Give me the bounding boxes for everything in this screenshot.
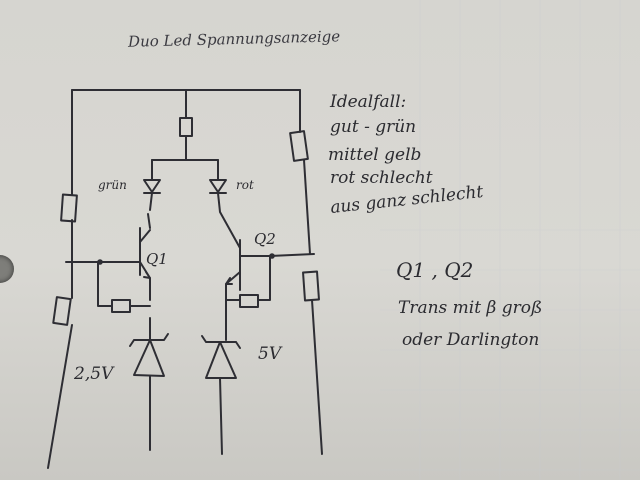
note-line: gut - grün bbox=[330, 117, 417, 137]
led-green-symbol bbox=[143, 179, 161, 194]
zener-1-symbol bbox=[129, 333, 169, 377]
q1-label: Q1 bbox=[146, 250, 168, 268]
q1-feedback bbox=[97, 261, 151, 307]
resistor-q2-feedback bbox=[239, 294, 259, 308]
led-red-label: rot bbox=[236, 178, 254, 192]
note-heading: Idealfall: bbox=[330, 92, 407, 112]
right-rail bbox=[299, 89, 323, 455]
transistor-label: Q1 , Q2 bbox=[396, 258, 474, 282]
zener-1-label: 2,5V bbox=[74, 364, 114, 384]
resistor-q1-feedback bbox=[111, 299, 131, 313]
resistor-left-bottom bbox=[52, 296, 72, 326]
q2-emitter bbox=[225, 271, 241, 285]
q1-collector bbox=[139, 229, 151, 243]
transistor-note: oder Darlington bbox=[402, 330, 540, 350]
base-rail-right bbox=[269, 253, 315, 257]
binder-hole bbox=[0, 255, 14, 283]
zener-2-symbol bbox=[201, 335, 241, 379]
resistor-center bbox=[179, 117, 193, 137]
led-red-symbol bbox=[209, 179, 227, 194]
note-line: rot schlecht bbox=[330, 168, 433, 188]
q2-label: Q2 bbox=[254, 230, 276, 248]
q2-feedback bbox=[225, 255, 271, 301]
zener-2-label: 5V bbox=[258, 344, 282, 364]
note-line: mittel gelb bbox=[328, 145, 422, 165]
resistor-right-bottom bbox=[302, 270, 320, 302]
led-green-label: grün bbox=[98, 178, 127, 192]
resistor-right-top bbox=[289, 130, 309, 162]
resistor-left-top bbox=[60, 193, 78, 223]
transistor-note: Trans mit β groß bbox=[398, 298, 543, 318]
left-rail bbox=[47, 89, 73, 469]
